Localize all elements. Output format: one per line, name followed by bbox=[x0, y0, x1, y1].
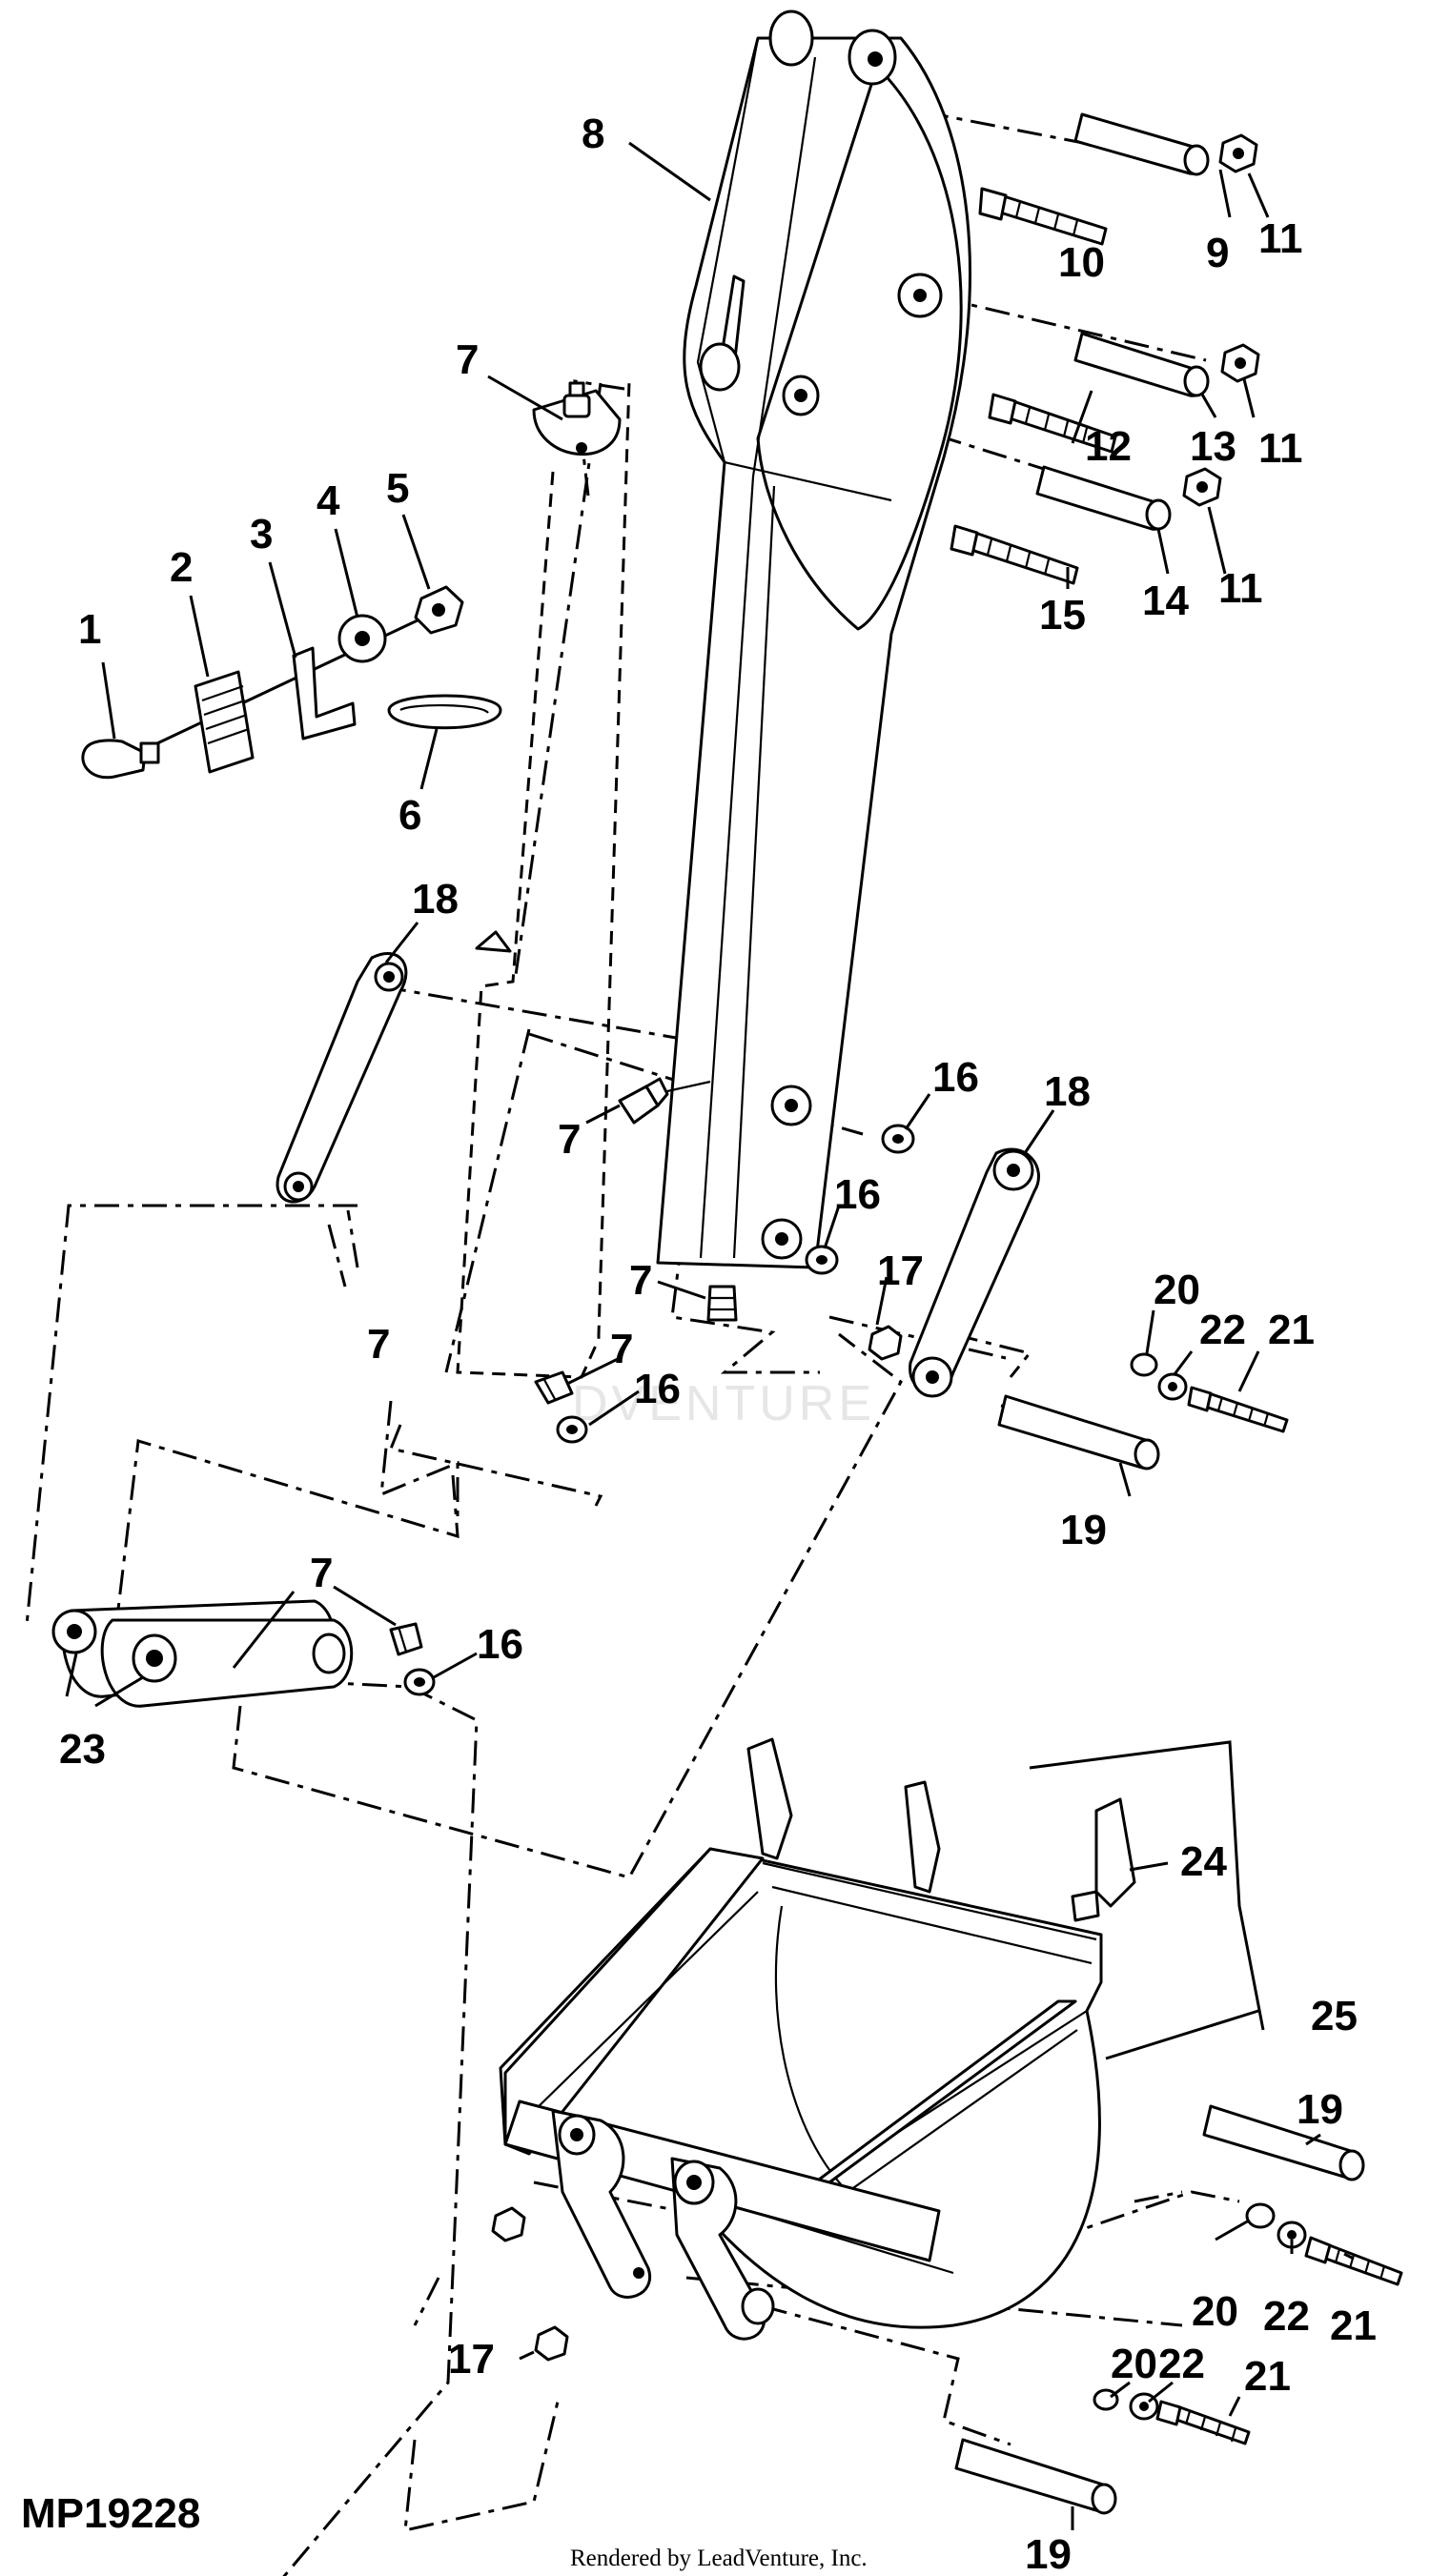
credit-line: Rendered by LeadVenture, Inc. bbox=[570, 2546, 868, 2571]
link-right bbox=[909, 1147, 1040, 1398]
callout-4: 4 bbox=[317, 477, 340, 524]
callout-7-lower: 7 bbox=[610, 1326, 633, 1372]
callout-14: 14 bbox=[1142, 578, 1189, 624]
callout-2: 2 bbox=[170, 544, 193, 591]
mid-right-pin-bolt bbox=[997, 1352, 1289, 1471]
callout-1: 1 bbox=[78, 606, 101, 653]
callout-16-c: 16 bbox=[634, 1366, 681, 1412]
callout-10: 10 bbox=[1058, 239, 1105, 286]
callout-11-b: 11 bbox=[1258, 425, 1303, 472]
callout-6: 6 bbox=[398, 792, 421, 839]
boom-arm bbox=[656, 10, 971, 1269]
callout-7-center: 7 bbox=[629, 1257, 652, 1304]
callout-21-a: 21 bbox=[1268, 1307, 1315, 1353]
callout-13: 13 bbox=[1190, 423, 1236, 470]
callout-7-mid: 7 bbox=[558, 1116, 581, 1163]
callout-11-c: 11 bbox=[1218, 565, 1263, 612]
callout-7-left-b: 7 bbox=[367, 1321, 390, 1368]
callout-21-b: 21 bbox=[1330, 2302, 1377, 2349]
cylinder-bracket bbox=[51, 1599, 354, 1708]
cylinder-outline bbox=[456, 380, 631, 1379]
callout-17-a: 17 bbox=[877, 1247, 924, 1294]
callout-22-a: 22 bbox=[1199, 1307, 1246, 1353]
callout-9: 9 bbox=[1206, 230, 1229, 276]
callout-25: 25 bbox=[1311, 1993, 1358, 2039]
callout-23: 23 bbox=[59, 1726, 106, 1773]
callout-17-b: 17 bbox=[448, 2336, 495, 2383]
callout-22-c: 22 bbox=[1158, 2341, 1205, 2387]
callout-19-b: 19 bbox=[1297, 2086, 1343, 2133]
callout-11-a: 11 bbox=[1258, 215, 1303, 262]
watermark: DVENTURE bbox=[572, 1376, 875, 1431]
leader-lines bbox=[65, 141, 1355, 2530]
callout-19-c: 19 bbox=[1025, 2531, 1072, 2576]
callout-7-top: 7 bbox=[456, 336, 479, 383]
callout-numbers: 1 2 3 4 5 6 7 7 7 7 7 7 8 9 10 11 11 11 … bbox=[59, 111, 1377, 2576]
callout-8: 8 bbox=[582, 111, 604, 157]
callout-15: 15 bbox=[1039, 592, 1086, 639]
callout-3: 3 bbox=[250, 511, 273, 558]
callout-5: 5 bbox=[386, 465, 409, 512]
callout-24: 24 bbox=[1180, 1838, 1227, 1885]
callout-20-c: 20 bbox=[1111, 2341, 1157, 2387]
callout-18-a: 18 bbox=[412, 876, 459, 923]
callout-20-a: 20 bbox=[1154, 1267, 1200, 1313]
upper-pins-bolts bbox=[950, 112, 1260, 585]
latch-hardware bbox=[81, 585, 502, 780]
callout-22-b: 22 bbox=[1263, 2293, 1310, 2340]
bucket bbox=[499, 1737, 1136, 2341]
callout-21-c: 21 bbox=[1244, 2353, 1291, 2400]
callout-18-b: 18 bbox=[1044, 1068, 1091, 1115]
callout-16-a: 16 bbox=[932, 1054, 979, 1101]
callout-16-d: 16 bbox=[477, 1621, 523, 1668]
link-left bbox=[276, 951, 408, 1204]
figure-code: MP19228 bbox=[21, 2490, 200, 2537]
callout-7-left: 7 bbox=[310, 1550, 333, 1596]
callout-20-b: 20 bbox=[1192, 2288, 1238, 2335]
callout-12: 12 bbox=[1085, 423, 1132, 470]
callout-16-b: 16 bbox=[834, 1171, 881, 1218]
callout-19-a: 19 bbox=[1060, 1507, 1107, 1553]
